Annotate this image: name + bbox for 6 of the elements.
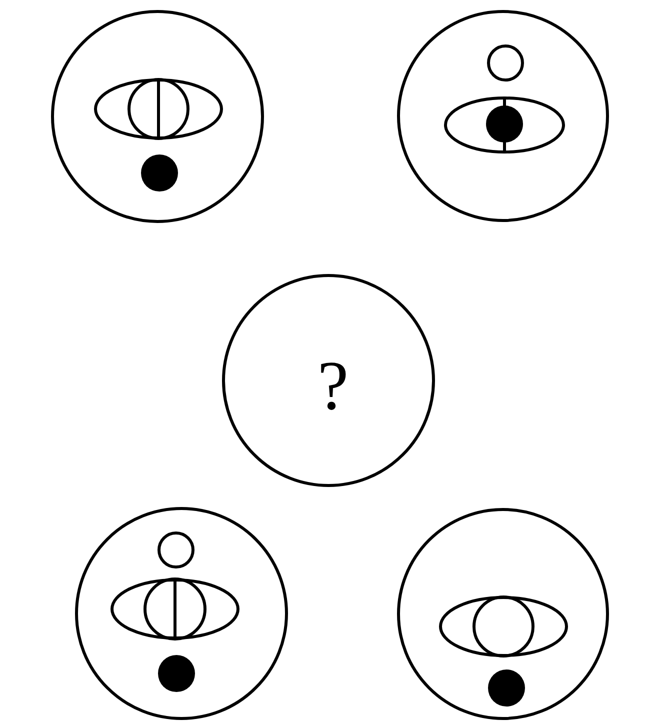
question-mark: ? bbox=[317, 352, 349, 422]
puzzle-circle bbox=[50, 10, 264, 222]
puzzle-circle bbox=[396, 10, 608, 222]
puzzle-circle bbox=[222, 274, 434, 487]
puzzle-circle bbox=[75, 507, 288, 720]
puzzle-circle bbox=[396, 508, 608, 720]
